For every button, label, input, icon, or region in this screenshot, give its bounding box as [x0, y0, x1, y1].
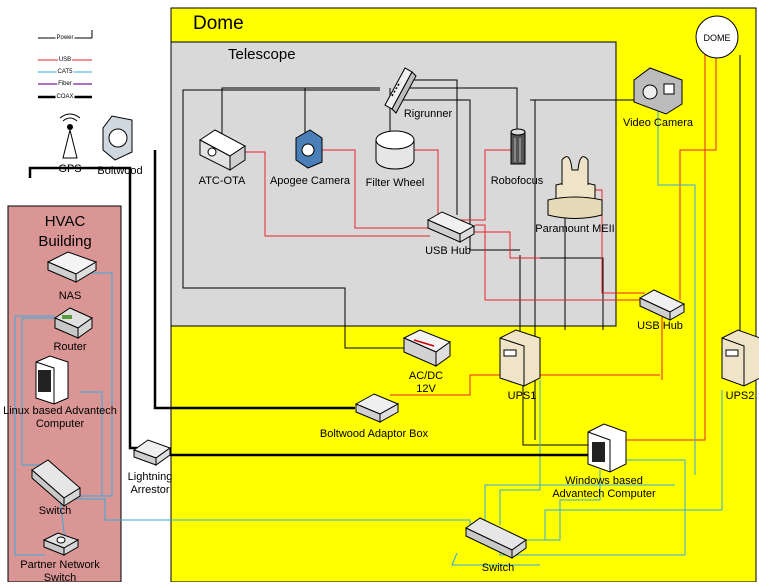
- ups2-label: UPS2: [725, 390, 755, 402]
- legend-fiber-label: Fiber: [57, 81, 73, 88]
- video-camera-icon: [633, 67, 683, 115]
- linux-pc-icon: [35, 355, 69, 405]
- legend-power-label: Power: [55, 35, 75, 42]
- dome-switch-icon: [465, 517, 527, 559]
- boltwood-adaptor-icon: [354, 393, 400, 423]
- dome-badge: [695, 15, 739, 59]
- acdc-label: AC/DC 12V: [408, 370, 444, 395]
- gps-label: GPS: [58, 163, 82, 175]
- video-camera-label: Video Camera: [622, 117, 694, 129]
- usb-hub-telescope-icon: [426, 211, 476, 243]
- usb-hub-telescope-label: USB Hub: [425, 245, 471, 257]
- usb-hub-dome-label: USB Hub: [637, 320, 683, 332]
- router-icon: [53, 307, 93, 339]
- dome-switch-label: Switch: [481, 562, 515, 574]
- lightning-arrestor-icon: [132, 439, 172, 466]
- telescope-title: Telescope: [228, 46, 296, 63]
- filter-wheel-label: Filter Wheel: [365, 177, 425, 189]
- atc-ota-label: ATC-OTA: [198, 175, 246, 187]
- hvac-title: HVAC Building: [38, 213, 92, 250]
- acdc-icon: [402, 329, 452, 367]
- hvac-switch-label: Switch: [38, 505, 72, 517]
- usb-hub-dome-icon: [638, 289, 686, 321]
- paramount-icon: [547, 156, 603, 219]
- legend-coax-label: COAX: [55, 94, 75, 101]
- gps-icon: [59, 113, 81, 159]
- filter-wheel-icon: [375, 130, 415, 170]
- lightning-arrestor-label: Lightning Arrestor: [127, 471, 173, 496]
- rigrunner-label: Rigrunner: [403, 108, 453, 120]
- windows-pc-icon: [587, 423, 627, 473]
- ups1-icon: [499, 329, 541, 387]
- dome-title: Dome: [193, 13, 244, 34]
- apogee-camera-label: Apogee Camera: [269, 175, 351, 187]
- partner-switch-label: Partner Network Switch: [20, 559, 100, 584]
- dome-badge-label: DOME: [703, 33, 731, 43]
- ups1-label: UPS1: [507, 390, 537, 402]
- usb-lines: [238, 40, 717, 441]
- apogee-camera-icon: [295, 129, 323, 169]
- ups2-icon: [721, 329, 759, 387]
- legend-cat5-label: CAT5: [56, 69, 74, 76]
- robofocus-icon: [510, 128, 526, 165]
- partner-switch-icon: [42, 532, 80, 556]
- hvac-switch-icon: [31, 459, 81, 508]
- linux-pc-label: Linux based Advantech Computer: [3, 405, 117, 430]
- boltwood-label: Boltwood: [97, 165, 143, 177]
- legend-usb-label: USB: [57, 57, 73, 64]
- nas-icon: [46, 251, 98, 283]
- nas-label: NAS: [58, 290, 82, 302]
- windows-pc-label: Windows based Advantech Computer: [552, 475, 656, 500]
- router-label: Router: [53, 341, 87, 353]
- boltwood-icon: [102, 115, 133, 161]
- robofocus-label: Robofocus: [490, 175, 544, 187]
- boltwood-adaptor-label: Boltwood Adaptor Box: [319, 428, 429, 440]
- rigrunner-icon: [384, 67, 417, 114]
- paramount-label: Paramount MEII: [535, 223, 615, 235]
- atc-ota-icon: [199, 129, 246, 171]
